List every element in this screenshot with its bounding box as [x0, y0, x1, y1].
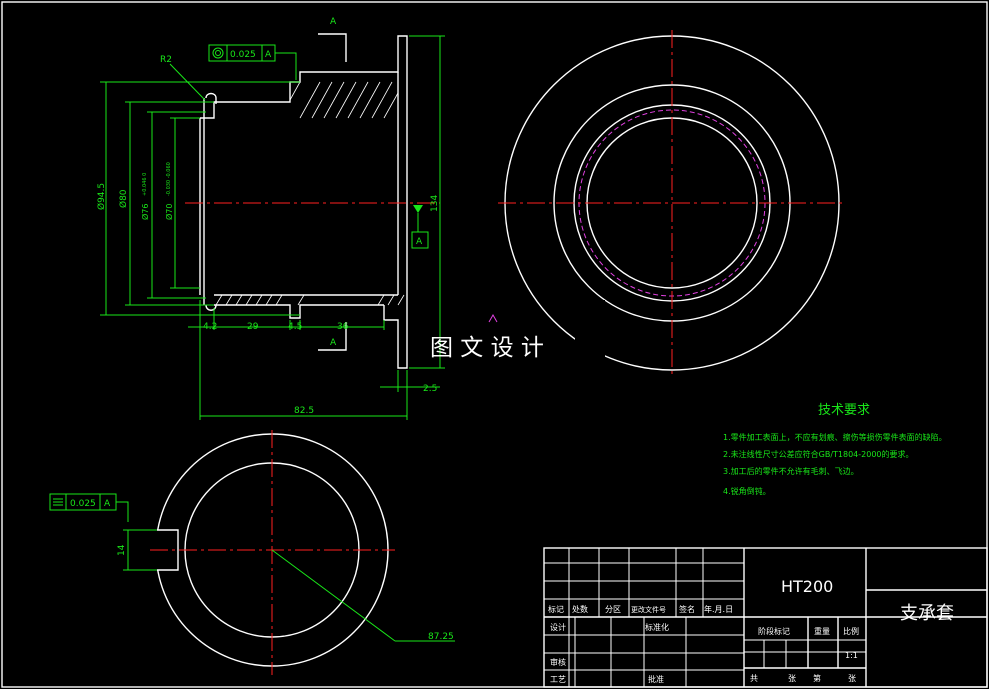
tb-scale-label: 比例	[843, 626, 859, 636]
section-mark-bottom	[318, 322, 347, 351]
requirements-title: 技术要求	[818, 403, 870, 418]
tb-weight-label: 重量	[814, 626, 830, 636]
tb-approve-label: 批准	[648, 674, 664, 684]
tb-part-name: 支承套	[900, 603, 954, 624]
symmetry-tolerance-frame: 0.025 A	[49, 493, 129, 522]
tb-total-label: 共	[750, 674, 758, 683]
tb-header-change-doc: 更改文件号	[631, 605, 666, 614]
dim-diameter-76-tol: +0.046 0	[142, 173, 148, 196]
tb-header-sign: 签名	[679, 604, 695, 614]
section-view: A A R2 0.025 A	[96, 17, 445, 420]
section-label-bottom: A	[330, 338, 337, 348]
flange-dimension: 134 A	[409, 35, 445, 369]
relief-grooves	[205, 92, 217, 311]
radius-label: R2	[160, 55, 172, 65]
dim-4-5: 4.5	[288, 322, 302, 332]
section-outline	[199, 35, 408, 369]
dim-diameter-80: Ø80	[118, 189, 129, 208]
dim-87-25: 87.25	[428, 632, 454, 642]
datum-a-box: A	[416, 237, 423, 247]
dim-diameter-70: Ø70	[164, 204, 174, 220]
coaxiality-datum: A	[265, 50, 272, 60]
tb-review-label: 审核	[550, 657, 566, 667]
dim-flange-134: 134	[430, 195, 440, 212]
length-dimensions: 4.2 29 4.5 36 2.5 82.5	[188, 300, 440, 420]
requirement-item-3: 3.加工后的零件不允许有毛刺、飞边。	[723, 466, 859, 476]
cursor-mark	[488, 313, 498, 323]
tb-total-unit: 张	[788, 674, 796, 683]
tb-stage-mark: 阶段标记	[758, 626, 790, 636]
symmetry-value: 0.025	[70, 499, 96, 509]
tb-standardize-label: 标准化	[645, 622, 669, 632]
tb-material: HT200	[781, 577, 833, 596]
symmetry-datum: A	[104, 499, 111, 509]
section-label-top: A	[330, 17, 337, 27]
tb-design-label: 设计	[550, 622, 566, 632]
dim-outer-diameter: Ø94.5	[96, 183, 107, 210]
dim-2-5: 2.5	[423, 384, 437, 394]
requirement-item-1: 1.零件加工表面上，不应有划痕、擦伤等损伤零件表面的缺陷。	[723, 432, 947, 442]
diameter-dimensions: Ø94.5 Ø80 Ø76 +0.046 0 Ø70 -0.030 -0.060	[96, 81, 300, 316]
dim-4-2: 4.2	[203, 322, 217, 332]
coaxiality-tolerance-frame: 0.025 A	[208, 44, 297, 80]
dim-diameter-70-tol: -0.030 -0.060	[166, 162, 172, 196]
tb-sheet-label: 第	[813, 673, 821, 683]
dim-82-5: 82.5	[294, 406, 314, 416]
tb-header-mark: 标记	[548, 604, 564, 614]
end-view	[498, 30, 846, 375]
watermark-text: 图 文 设 计	[430, 335, 544, 361]
section-mark-top	[318, 33, 347, 62]
tb-scale-value: 1:1	[845, 651, 858, 660]
requirement-item-4: 4.锐角倒钝。	[723, 486, 771, 496]
dim-slot-14: 14	[117, 544, 127, 556]
tb-header-count: 处数	[572, 604, 588, 614]
bottom-view: 0.025 A 14 87.25	[49, 430, 455, 675]
dim-diameter-76: Ø76	[140, 204, 150, 220]
dim-29: 29	[247, 322, 259, 332]
section-hatching	[215, 81, 405, 306]
title-block: 标记 处数 分区 更改文件号 签名 年.月.日 设计 标准化 审核 工艺 批准 …	[543, 547, 988, 688]
technical-requirements: 技术要求 1.零件加工表面上，不应有划痕、擦伤等损伤零件表面的缺陷。 2.未注线…	[723, 403, 947, 496]
dim-36: 36	[337, 322, 349, 332]
requirement-item-2: 2.未注线性尺寸公差应符合GB/T1804-2000的要求。	[723, 449, 914, 459]
tb-header-date: 年.月.日	[704, 604, 733, 614]
tb-header-zone: 分区	[605, 605, 621, 614]
coaxiality-value: 0.025	[230, 50, 256, 60]
tb-sheet-unit: 张	[848, 674, 856, 683]
tb-process-label: 工艺	[550, 675, 566, 684]
